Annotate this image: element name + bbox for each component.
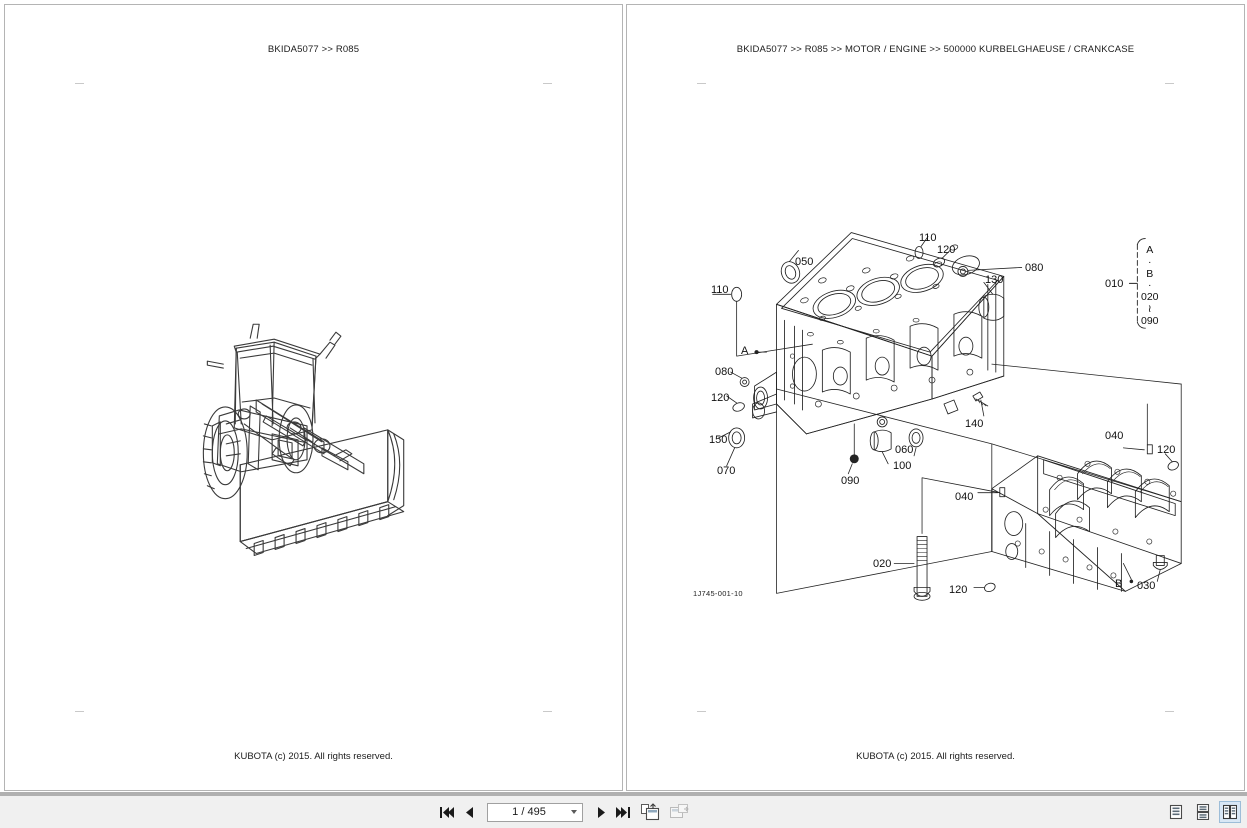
callout-040-a: 040 bbox=[1105, 430, 1124, 442]
first-page-icon bbox=[440, 806, 454, 818]
crop-mark-bottom-left bbox=[697, 711, 706, 712]
callout-070: 070 bbox=[717, 465, 736, 477]
single-page-view-button[interactable] bbox=[1165, 801, 1187, 823]
insert-page-button[interactable] bbox=[637, 799, 663, 825]
extract-page-icon bbox=[669, 804, 689, 818]
last-page-button[interactable] bbox=[612, 800, 634, 824]
page-number-value: 1 / 495 bbox=[512, 806, 546, 818]
extract-page-button[interactable] bbox=[666, 799, 692, 825]
view-mode-group bbox=[1165, 801, 1241, 823]
page-left-header: BKIDA5077 >> R085 bbox=[267, 44, 360, 55]
group-bracket-010-items: A·B·020≀090 bbox=[1141, 244, 1159, 327]
page-right-header: BKIDA5077 >> R085 >> MOTOR / ENGINE >> 5… bbox=[736, 44, 1135, 55]
chevron-down-icon[interactable] bbox=[571, 810, 577, 814]
wheel-loader-illustration bbox=[202, 323, 405, 557]
callout-100: 100 bbox=[893, 460, 912, 472]
callout-130: 130 bbox=[985, 274, 1004, 286]
callout-050: 050 bbox=[795, 256, 814, 268]
continuous-view-button[interactable] bbox=[1192, 801, 1214, 823]
callout-140: 140 bbox=[965, 418, 984, 430]
single-page-view-icon bbox=[1169, 804, 1183, 820]
callout-030: 030 bbox=[1137, 580, 1156, 592]
insert-page-icon bbox=[640, 803, 659, 821]
page-navigation-group: 1 / 495 bbox=[436, 799, 692, 825]
callout-120-d: 120 bbox=[949, 584, 968, 596]
viewer-toolbar: 1 / 495 bbox=[0, 792, 1247, 828]
callout-060: 060 bbox=[895, 444, 914, 456]
crop-mark-top-left bbox=[75, 83, 84, 84]
previous-page-button[interactable] bbox=[458, 800, 480, 824]
page-right-footer: KUBOTA (c) 2015. All rights reserved. bbox=[856, 751, 1015, 762]
page-right[interactable]: BKIDA5077 >> R085 >> MOTOR / ENGINE >> 5… bbox=[626, 4, 1245, 791]
callout-120-a: 120 bbox=[937, 244, 956, 256]
callout-120-c: 120 bbox=[1157, 444, 1176, 456]
callout-110-b: 110 bbox=[919, 232, 937, 244]
drawing-number: 1J745-001-10 bbox=[693, 589, 743, 598]
callout-010-leader: 010 bbox=[1105, 278, 1124, 290]
next-page-icon bbox=[597, 806, 605, 818]
two-page-view-button[interactable] bbox=[1219, 801, 1241, 823]
callout-150: 150 bbox=[709, 434, 728, 446]
callout-080-b: 080 bbox=[715, 366, 734, 378]
continuous-view-icon bbox=[1196, 804, 1210, 820]
callout-080-a: 080 bbox=[1025, 262, 1044, 274]
page-number-field[interactable]: 1 / 495 bbox=[487, 802, 583, 822]
crop-mark-top-left bbox=[697, 83, 706, 84]
next-page-button[interactable] bbox=[590, 800, 612, 824]
crop-mark-top-right bbox=[543, 83, 552, 84]
previous-page-icon bbox=[465, 806, 473, 818]
two-page-view-icon bbox=[1223, 804, 1237, 820]
crop-mark-top-right bbox=[1165, 83, 1174, 84]
callout-A: A bbox=[741, 345, 749, 357]
callout-040-b: 040 bbox=[955, 491, 974, 503]
crop-mark-bottom-left bbox=[75, 711, 84, 712]
last-page-icon bbox=[616, 806, 630, 818]
crop-mark-bottom-right bbox=[1165, 711, 1174, 712]
page-left[interactable]: BKIDA5077 >> R085 bbox=[4, 4, 623, 791]
page-left-footer: KUBOTA (c) 2015. All rights reserved. bbox=[234, 751, 393, 762]
crop-mark-bottom-right bbox=[543, 711, 552, 712]
callout-090: 090 bbox=[841, 475, 860, 487]
callout-020: 020 bbox=[873, 558, 892, 570]
first-page-button[interactable] bbox=[436, 800, 458, 824]
callout-B: B bbox=[1115, 578, 1123, 590]
callout-120-b: 120 bbox=[711, 392, 730, 404]
callout-110-a: 110 bbox=[711, 284, 729, 296]
document-pages-area[interactable]: BKIDA5077 >> R085 bbox=[0, 0, 1247, 795]
